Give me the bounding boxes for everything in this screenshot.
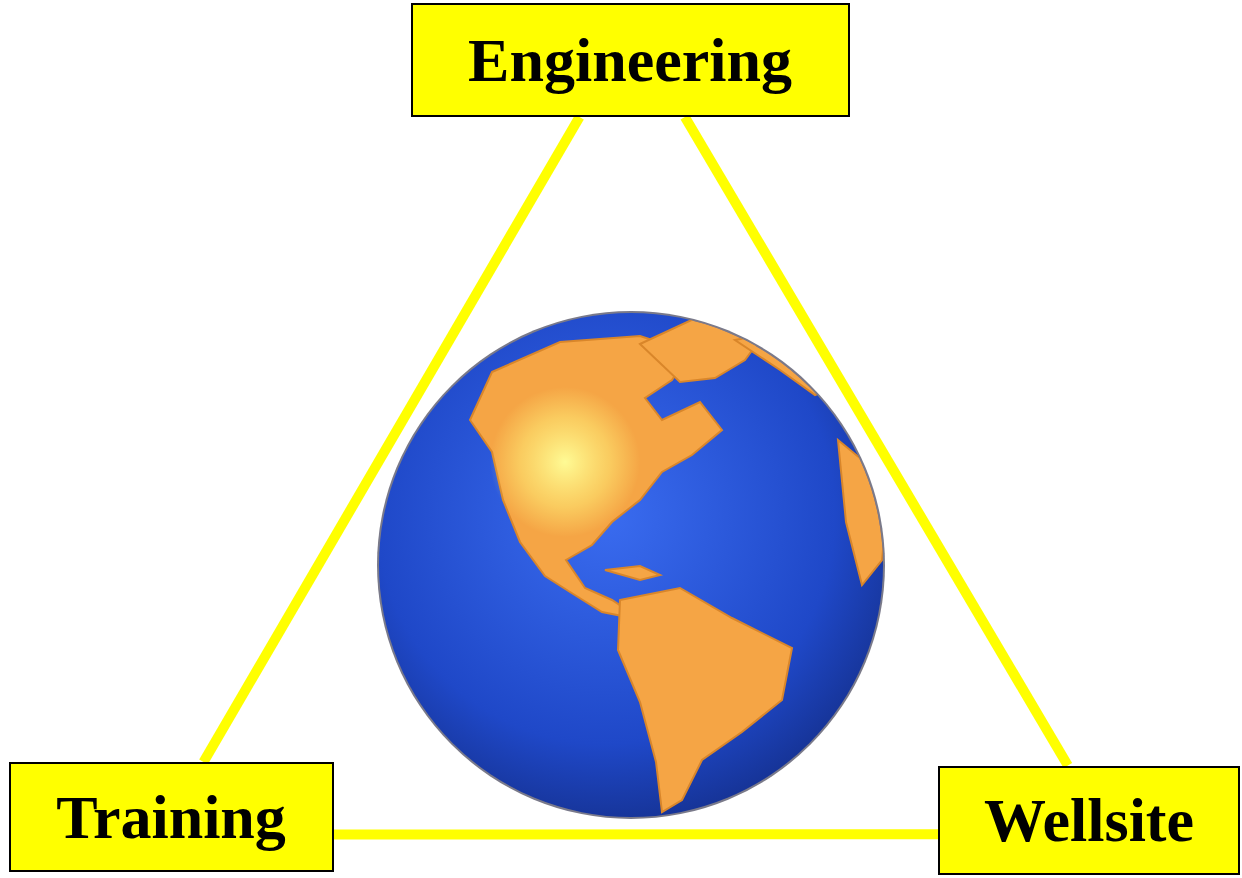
box-label: Engineering	[468, 29, 792, 91]
box-label: Training	[56, 786, 286, 848]
africa	[838, 440, 886, 585]
box-label: Wellsite	[984, 789, 1194, 851]
continents	[470, 316, 886, 812]
connector-line	[204, 117, 580, 762]
globe-rim	[377, 311, 885, 819]
label-box: Training	[9, 762, 334, 872]
label-box: Wellsite	[938, 766, 1240, 875]
connector-line	[334, 829, 939, 839]
south-america	[618, 588, 792, 812]
connector-line	[685, 117, 1068, 766]
sun-glare	[490, 387, 640, 537]
globe-ocean	[379, 313, 883, 817]
caribbean	[605, 566, 660, 580]
label-box: Engineering	[411, 3, 850, 117]
